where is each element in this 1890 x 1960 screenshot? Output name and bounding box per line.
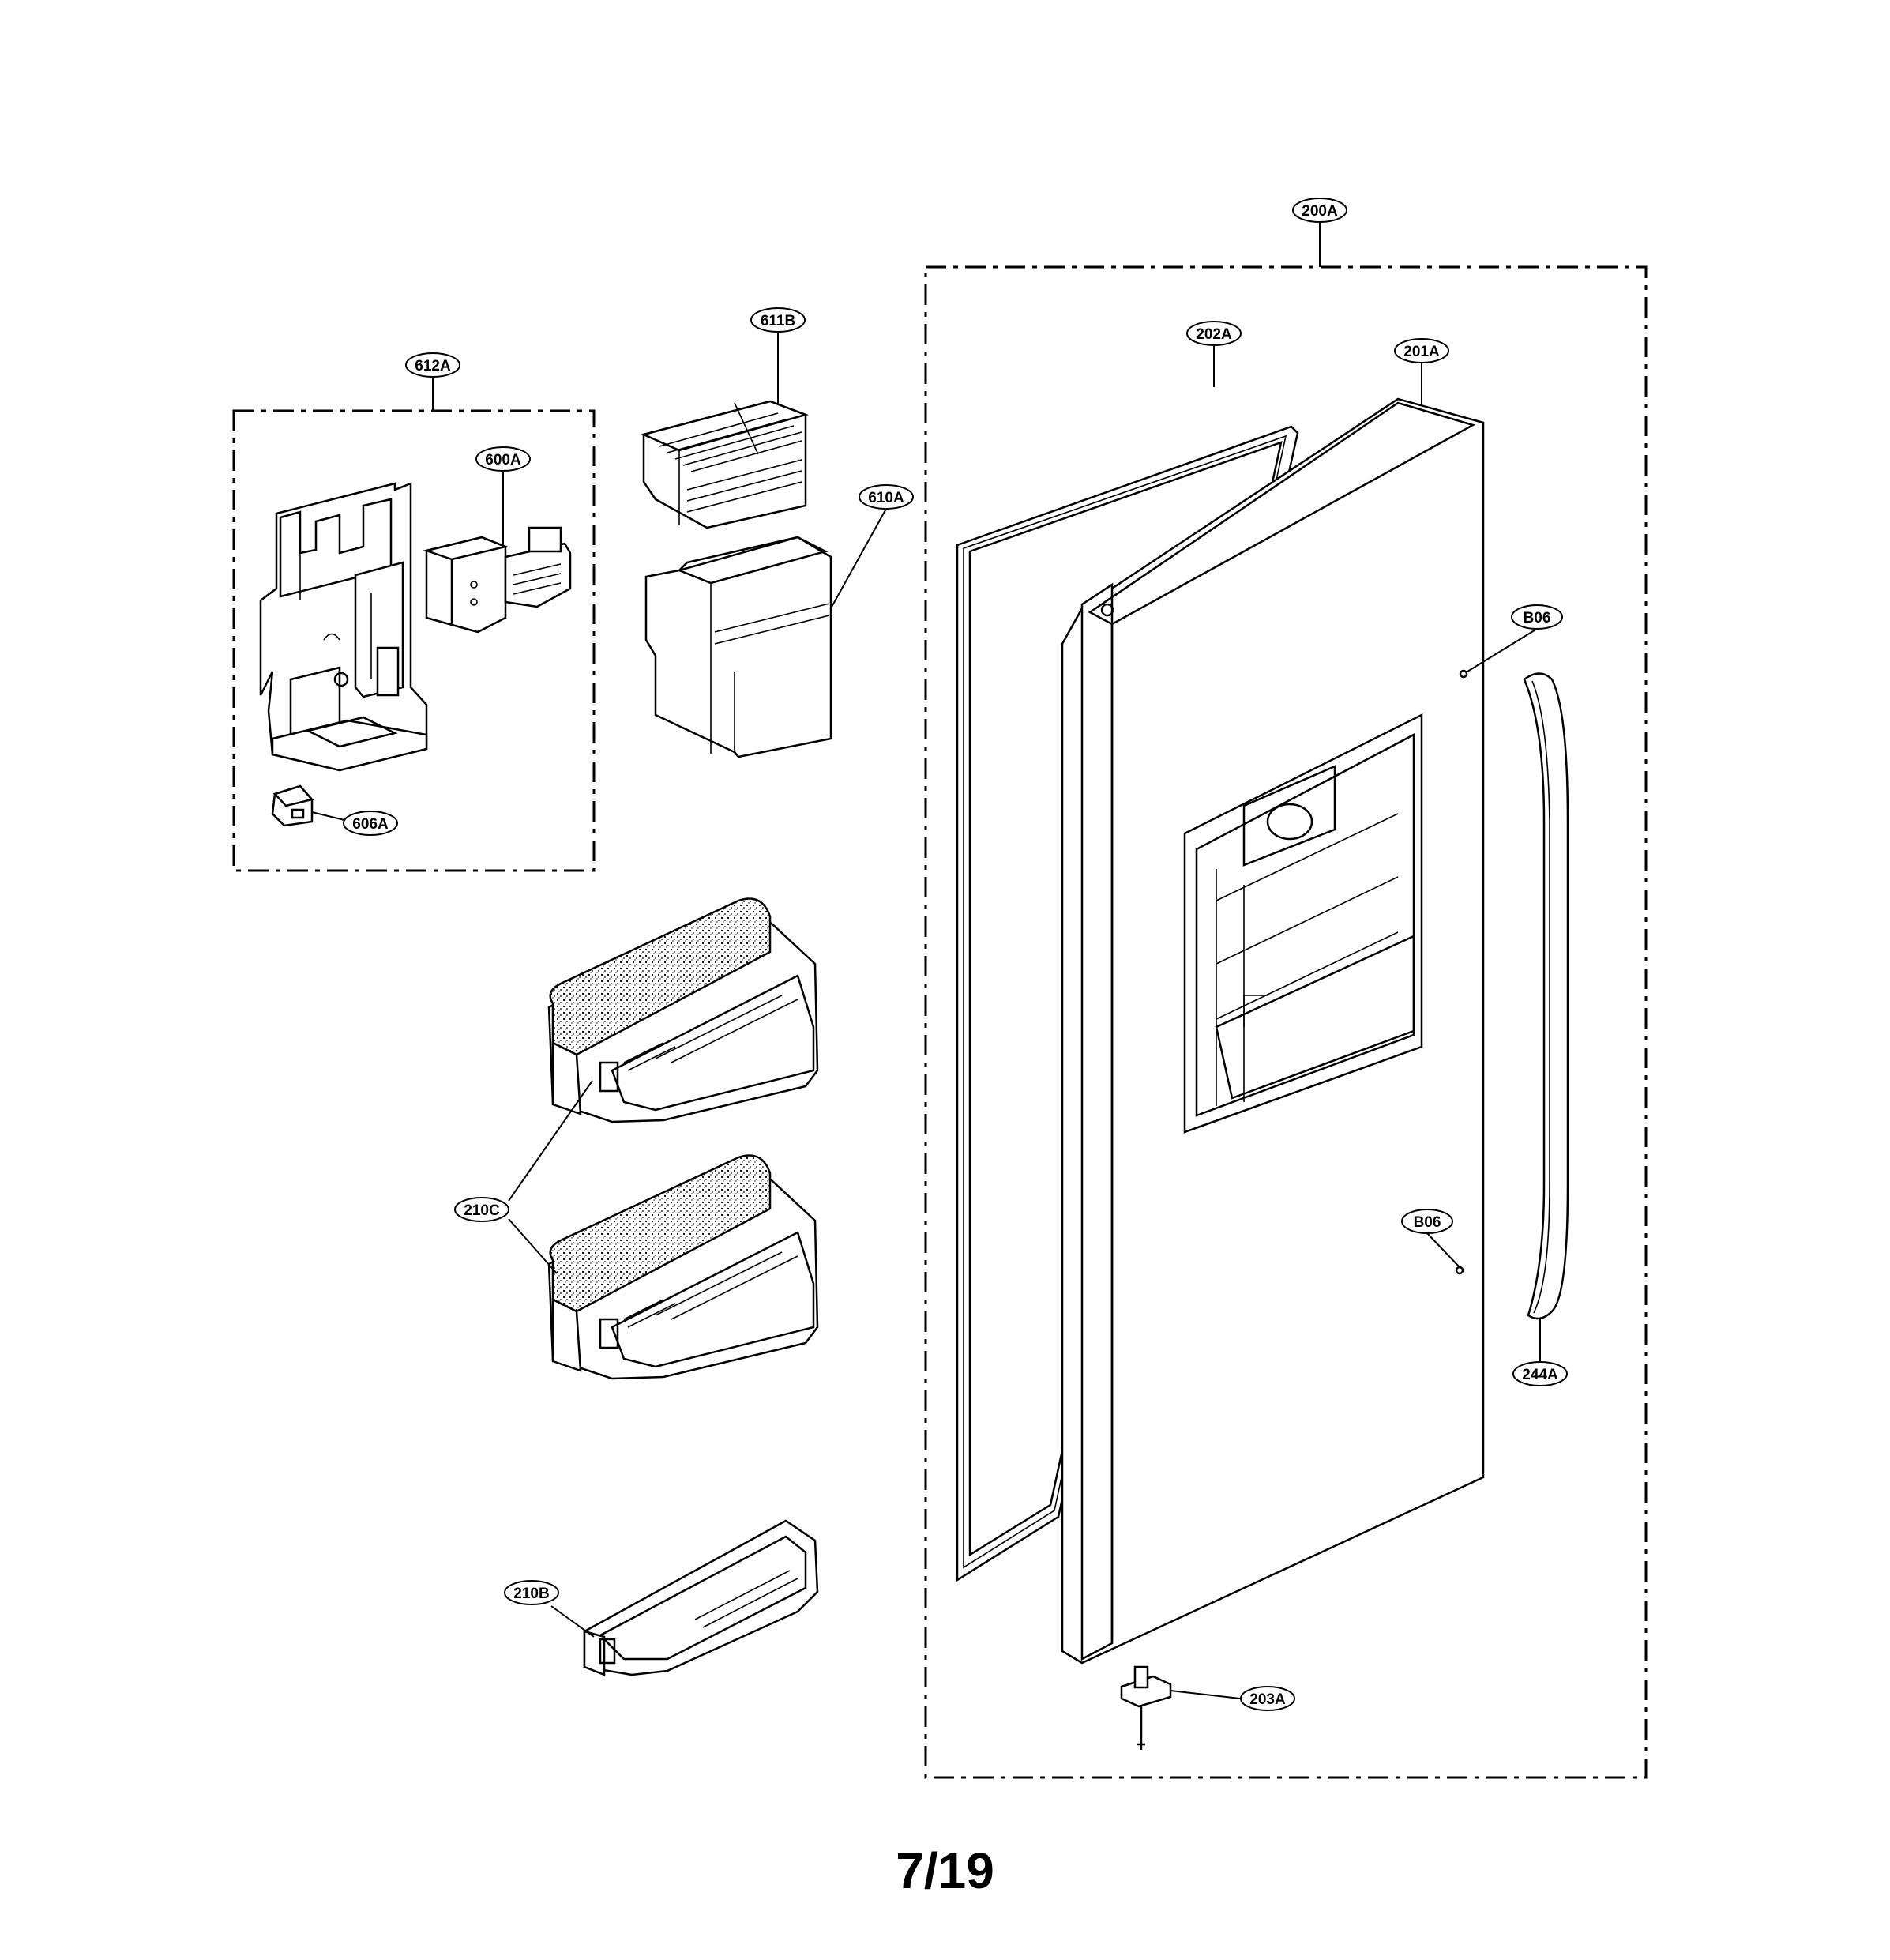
part-606A xyxy=(271,784,314,827)
part-612A-housing xyxy=(259,482,428,772)
callout-210B: 210B xyxy=(504,1580,559,1605)
part-210C-bin-upper xyxy=(547,897,819,1123)
svg-text:203A: 203A xyxy=(1249,1691,1286,1708)
svg-text:600A: 600A xyxy=(485,452,521,468)
svg-text:202A: 202A xyxy=(1196,326,1232,343)
callout-600A: 600A xyxy=(475,446,531,472)
callout-610A: 610A xyxy=(859,484,914,510)
assembly-box-200A xyxy=(924,265,1648,1779)
leader-210C-a xyxy=(508,1080,593,1202)
svg-text:606A: 606A xyxy=(352,816,389,833)
callout-B06-lower: B06 xyxy=(1401,1209,1453,1234)
leader-203A xyxy=(1170,1690,1241,1699)
page-number: 7/19 xyxy=(896,1842,994,1899)
svg-text:210B: 210B xyxy=(513,1586,549,1602)
svg-text:612A: 612A xyxy=(415,358,451,374)
callout-202A: 202A xyxy=(1186,321,1242,346)
part-611B-cover xyxy=(641,400,809,529)
svg-text:201A: 201A xyxy=(1403,344,1440,360)
callout-201A: 201A xyxy=(1394,338,1449,363)
callout-B06-upper: B06 xyxy=(1511,604,1563,630)
leader-610A xyxy=(830,508,887,609)
callout-210C: 210C xyxy=(454,1197,509,1222)
callout-606A: 606A xyxy=(343,811,398,836)
part-201A-door xyxy=(1061,397,1485,1665)
svg-text:244A: 244A xyxy=(1522,1367,1558,1383)
leader-B06a xyxy=(1467,628,1538,672)
part-244A-handle xyxy=(1523,672,1569,1320)
part-610A-icebin xyxy=(644,536,832,758)
svg-text:B06: B06 xyxy=(1524,610,1551,626)
callout-203A: 203A xyxy=(1240,1686,1295,1711)
svg-text:610A: 610A xyxy=(868,490,904,506)
part-210C-bin-lower xyxy=(547,1154,819,1380)
callout-244A: 244A xyxy=(1512,1361,1568,1386)
leader-606A xyxy=(311,811,345,821)
svg-text:B06: B06 xyxy=(1414,1214,1441,1231)
callout-200A: 200A xyxy=(1292,198,1347,223)
svg-text:611B: 611B xyxy=(761,313,795,329)
svg-text:210C: 210C xyxy=(464,1202,500,1219)
leader-210C-b xyxy=(508,1218,558,1274)
leader-B06b xyxy=(1426,1232,1460,1268)
leader-210B xyxy=(550,1605,595,1638)
part-203A-hinge xyxy=(1120,1665,1172,1750)
callout-612A: 612A xyxy=(405,352,460,378)
part-210B-bin xyxy=(583,1519,819,1676)
svg-text:200A: 200A xyxy=(1302,203,1338,220)
assembly-box-612A xyxy=(232,409,596,872)
callout-611B: 611B xyxy=(750,307,806,333)
part-600A-icemaker xyxy=(423,526,572,634)
